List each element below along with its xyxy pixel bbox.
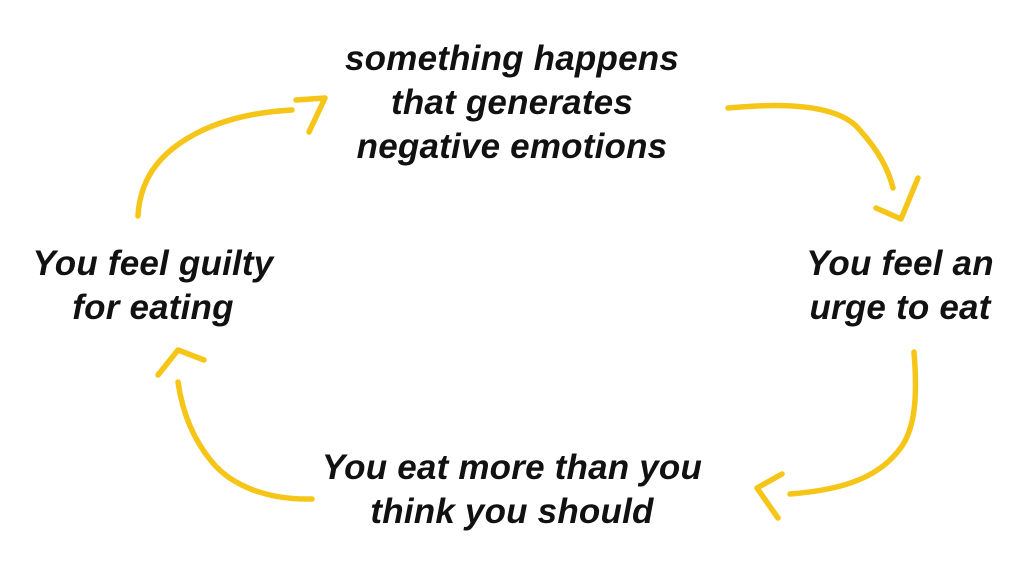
arrow-right-to-bottom-shaft xyxy=(787,349,919,497)
arrow-top-to-right-head xyxy=(873,175,921,222)
node-top-line: negative emotions xyxy=(356,127,668,166)
arrow-left-to-top-shaft xyxy=(135,107,295,219)
arrow-left-to-top xyxy=(135,95,328,219)
node-eat-more: You eat more than you think you should xyxy=(292,446,732,534)
node-right-line: You feel an xyxy=(806,244,994,283)
node-top-line: something happens xyxy=(345,39,679,78)
arrow-right-to-bottom xyxy=(754,349,919,521)
node-bottom-line: think you should xyxy=(370,492,654,531)
node-top-line: that generates xyxy=(390,83,634,122)
arrow-top-to-right-shaft xyxy=(725,102,896,191)
node-left-line: for eating xyxy=(72,288,234,327)
node-right-line: urge to eat xyxy=(809,288,991,327)
arrow-right-to-bottom-head xyxy=(754,471,785,521)
arrow-bottom-to-left xyxy=(155,347,315,502)
node-something-happens: something happens that generates negativ… xyxy=(312,37,712,169)
node-urge-to-eat: You feel an urge to eat xyxy=(780,242,1020,330)
arrow-bottom-to-left-shaft xyxy=(175,379,315,502)
arrow-top-to-right xyxy=(725,102,921,222)
arrow-bottom-to-left-head xyxy=(155,347,207,378)
arrow-left-to-top-head xyxy=(293,95,328,135)
node-bottom-line: You eat more than you xyxy=(321,448,703,487)
node-feel-guilty: You feel guilty for eating xyxy=(8,242,298,330)
node-left-line: You feel guilty xyxy=(32,244,274,283)
